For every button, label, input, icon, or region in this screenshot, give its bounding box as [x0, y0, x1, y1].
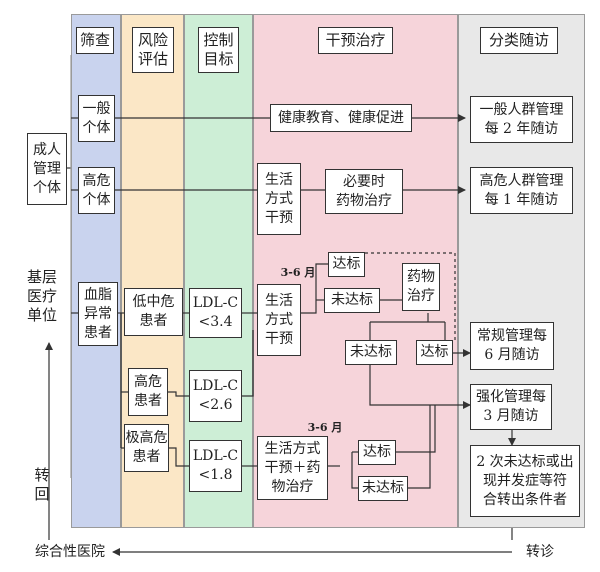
reached-target-1: 达标	[328, 252, 365, 277]
header-risk-assessment: 风险 评估	[132, 27, 174, 73]
general-individual-box: 一般 个体	[78, 95, 115, 142]
not-reached-target-2: 未达标	[345, 340, 397, 365]
referral-out-label: 转诊	[526, 544, 554, 560]
drug-therapy-box: 药物 治疗	[402, 263, 440, 311]
period-label-1: 3-6 月	[280, 266, 316, 279]
very-high-risk-box: 极高危 患者	[124, 424, 169, 472]
low-mid-risk-box: 低中危 患者	[124, 288, 183, 336]
referral-back-label: 转 回	[34, 466, 50, 503]
general-hospital-label: 综合性医院	[35, 544, 105, 560]
health-education-box: 健康教育、健康促进	[270, 104, 412, 132]
not-reached-target-1: 未达标	[324, 288, 380, 313]
header-followup: 分类随访	[480, 27, 558, 54]
high-risk-population-followup: 高危人群管理 每 1 年随访	[470, 167, 573, 214]
primary-care-label: 基层 医疗 单位	[26, 268, 57, 324]
high-risk-individual-box: 高危 个体	[78, 167, 115, 214]
adult-management-box: 成人 管理 个体	[27, 133, 67, 205]
intensive-management-followup: 强化管理每 3 月随访	[470, 384, 552, 430]
target-ldl-2-6: LDL-C <2.6	[189, 370, 242, 422]
target-ldl-1-8: LDL-C <1.8	[189, 440, 242, 492]
header-screening: 筛查	[76, 27, 114, 54]
lifestyle-intervention-low-risk: 生活 方式 干预	[257, 284, 301, 356]
target-ldl-3-4: LDL-C <3.4	[189, 288, 242, 338]
dyslipidemia-patient-box: 血脂 异常 患者	[78, 282, 118, 346]
lifestyle-intervention-high-risk: 生活 方式 干预	[257, 163, 301, 235]
high-risk-patient-box: 高危 患者	[128, 368, 168, 416]
general-population-followup: 一般人群管理 每 2 年随访	[470, 96, 573, 143]
header-control-target: 控制 目标	[198, 27, 239, 73]
header-intervention: 干预治疗	[318, 27, 393, 54]
period-label-2: 3-6 月	[307, 421, 343, 434]
routine-management-followup: 常规管理每 6 月随访	[470, 322, 554, 370]
reached-target-2: 达标	[416, 340, 453, 365]
reached-target-3: 达标	[358, 440, 396, 465]
drug-if-needed-box: 必要时 药物治疗	[325, 169, 403, 214]
referral-condition-box: 2 次未达标或出 现并发症等符 合转出条件者	[470, 445, 580, 517]
lifestyle-plus-drug-box: 生活方式 干预＋药 物治疗	[257, 436, 328, 500]
not-reached-target-3: 未达标	[358, 476, 408, 501]
